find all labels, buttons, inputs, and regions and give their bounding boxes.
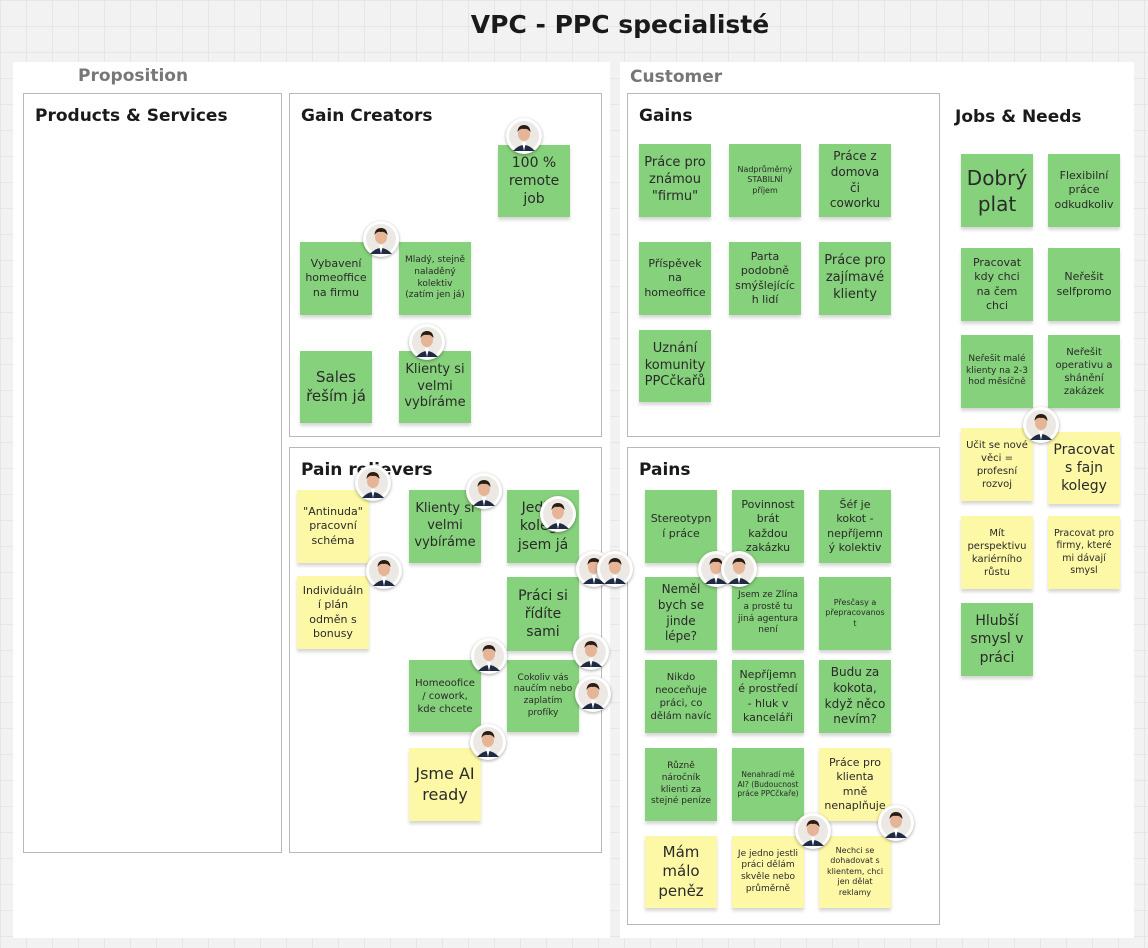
sticky-note[interactable]: Nadprůměrný STABILNÍ příjem [729,144,801,217]
avatar[interactable] [506,118,542,154]
sticky-note[interactable]: Je jedno jestli práci dělám skvěle nebo … [732,836,804,908]
sticky-note[interactable]: Pracovat s fajn kolegy [1048,432,1120,504]
sticky-note[interactable]: Práce z domova či coworku [819,144,891,217]
avatar[interactable] [409,324,445,360]
sticky-note[interactable]: Mít perspektivu kariérního růstu [961,516,1033,589]
sticky-note[interactable]: Povinnost brát každou zakázku [732,490,804,563]
sticky-note[interactable]: "Antinuda" pracovní schéma [297,490,369,563]
sticky-note[interactable]: Různě náročník klienti za stejné peníze [645,748,717,821]
sticky-note[interactable]: Nenahradí mě AI? (Budoucnost práce PPCčk… [732,748,804,821]
sticky-note[interactable]: Nikdo neoceňuje práci, co dělám navíc [645,660,717,733]
sticky-note[interactable]: Pracovat pro firmy, které mi dávají smys… [1048,516,1120,589]
sticky-note[interactable]: Práce pro známou "firmu" [639,144,711,217]
sticky-note[interactable]: Sales řeším já [300,351,372,423]
avatar[interactable] [597,551,633,587]
sticky-note[interactable]: Neřešit malé klienty na 2-3 hod měsíčně [961,335,1033,408]
sticky-note[interactable]: Budu za kokota, když něco nevím? [819,660,891,733]
sticky-note[interactable]: Jsme AI ready [409,748,481,821]
sticky-note[interactable]: Mám málo peněz [645,836,717,908]
sticky-note[interactable]: Dobrý plat [961,154,1033,227]
avatar[interactable] [540,496,576,532]
sticky-note[interactable]: Neřešit selfpromo [1048,248,1120,321]
sticky-note[interactable]: Práce pro klienta mně nenaplňuje [819,748,891,821]
sticky-note[interactable]: Cokoliv vás naučím nebo zaplatím profíky [507,660,579,732]
avatar[interactable] [355,465,391,501]
avatar[interactable] [466,473,502,509]
board-title: VPC - PPC specialisté [470,10,770,39]
sticky-note[interactable]: Individuální plán odměn s bonusy [297,576,369,649]
sticky-note[interactable]: Příspěvek na homeoffice [639,242,711,315]
sticky-note[interactable]: Nechci se dohadovat s klientem, chci jen… [819,836,891,908]
sticky-note[interactable]: Práci si řídíte sami [507,577,579,651]
sticky-note[interactable]: 100 % remote job [498,145,570,217]
sticky-note[interactable]: Učit se nové věci = profesní rozvoj [961,428,1033,501]
pains-title: Pains [639,460,691,480]
avatar[interactable] [573,634,609,670]
sticky-note[interactable]: Práce pro zajímavé klienty [819,242,891,315]
sticky-note[interactable]: Hlubší smysl v práci [961,603,1033,676]
jobs-needs-title: Jobs & Needs [955,107,1082,127]
sticky-note[interactable]: Flexibilní práce odkudkoliv [1048,154,1120,227]
gain-creators-title: Gain Creators [301,106,433,126]
proposition-frame-label: Proposition [78,66,189,86]
sticky-note[interactable]: Pracovat kdy chci na čem chci [961,248,1033,321]
sticky-note[interactable]: Klienty si velmi vybíráme [399,351,471,423]
avatar[interactable] [363,221,399,257]
avatar[interactable] [795,813,831,849]
avatar[interactable] [575,676,611,712]
avatar[interactable] [366,553,402,589]
avatar[interactable] [878,805,914,841]
products-services-title: Products & Services [35,106,228,126]
customer-frame-label: Customer [630,67,723,87]
sticky-note[interactable]: Jsem ze Zlína a prostě tu jiná agentura … [732,577,804,650]
avatar[interactable] [1023,407,1059,443]
sticky-note[interactable]: Neřešit operativu a shánění zakázek [1048,335,1120,408]
avatar[interactable] [471,638,507,674]
avatar[interactable] [470,724,506,760]
sticky-note[interactable]: Parta podobně smýšlejících lidí [729,242,801,315]
sticky-note[interactable]: Mladý, stejně naladěný kolektiv (zatím j… [399,242,471,315]
sticky-note[interactable]: Homeoofice / cowork, kde chcete [409,660,481,732]
sticky-note[interactable]: Přesčasy a přepracovanost [819,577,891,650]
sticky-note[interactable]: Neměl bych se jinde lépe? [645,577,717,650]
sticky-note[interactable]: Uznání komunity PPCčkařů [639,330,711,402]
avatar[interactable] [721,551,757,587]
sticky-note[interactable]: Stereotypní práce [645,490,717,563]
sticky-note[interactable]: Vybavení homeoffice na firmu [300,242,372,315]
sticky-note[interactable]: Šéf je kokot - nepříjemný kolektiv [819,490,891,563]
products-services-section[interactable]: Products & Services [23,93,282,853]
gains-title: Gains [639,106,693,126]
sticky-note[interactable]: Nepříjemné prostředí - hluk v kanceláři [732,660,804,733]
